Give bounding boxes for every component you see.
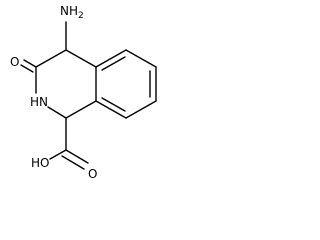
bond-c6-c7 <box>125 100 157 119</box>
lactam-ring <box>35 49 97 119</box>
bond-c4a-c5 <box>125 49 157 68</box>
ring-nitrogen-label: HN <box>30 95 48 109</box>
bond-c-o-b <box>61 155 85 170</box>
bond-c1-n2 <box>47 106 67 119</box>
carboxyl-hydroxyl-label: HO <box>31 156 49 170</box>
bond-c3-o-a <box>23 59 37 68</box>
bond-c7-c8 <box>95 100 127 119</box>
carboxyl-oxygen-label: O <box>88 167 97 181</box>
carbonyl-oxygen-label: O <box>10 55 19 69</box>
double-bond-c7-c8 <box>101 97 126 112</box>
bond-c3-c4 <box>35 49 67 68</box>
benzene-ring <box>95 49 157 119</box>
amino-group-label: NH2 <box>60 4 84 21</box>
bond-c4-c4a <box>65 49 97 68</box>
bond-c-o-a <box>65 149 89 164</box>
bond-c3-o-b <box>20 64 34 73</box>
double-bond-c8a-c4a <box>101 56 126 71</box>
bond-c8a-c1 <box>65 100 97 119</box>
substituents <box>20 21 89 170</box>
bond-c-oh <box>49 149 67 160</box>
bond-c8a-c4a <box>95 49 127 68</box>
structure-diagram: NH2 O HN HO O <box>10 4 157 181</box>
